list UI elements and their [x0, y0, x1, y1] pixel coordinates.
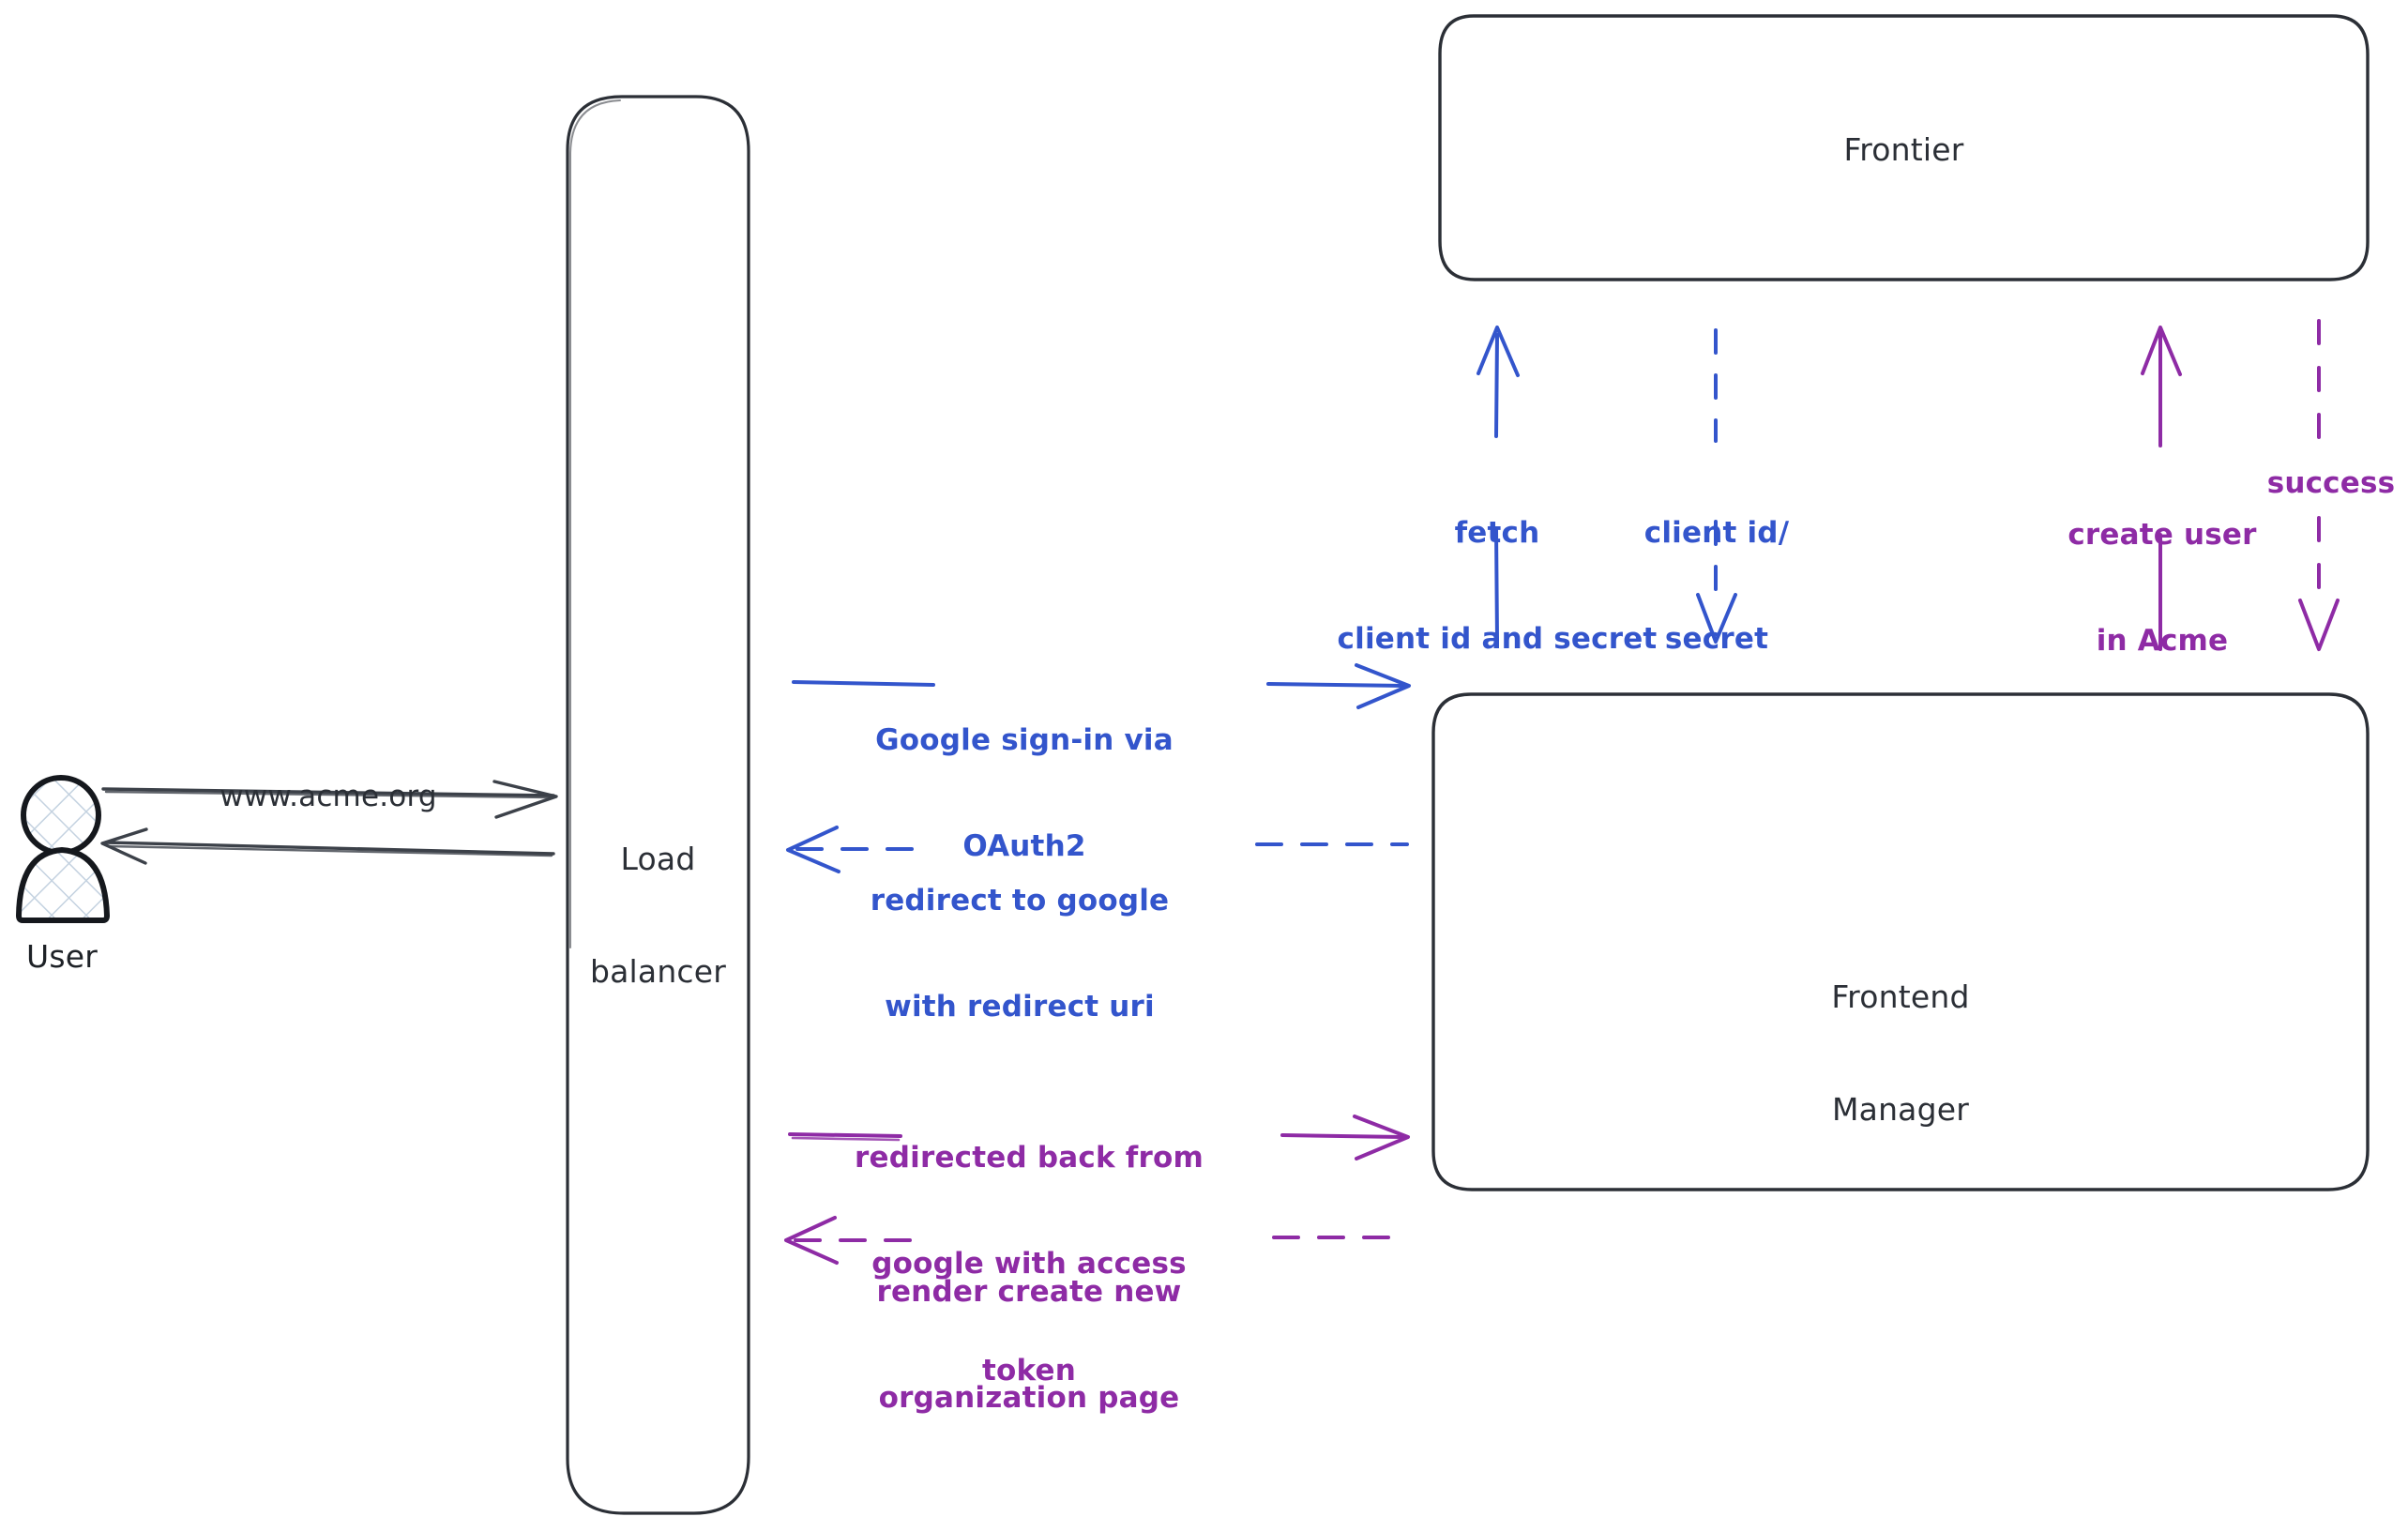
arrow-user-to-load-balancer [101, 780, 558, 819]
edge-label-fetch-line2: client id and secret [1337, 622, 1658, 657]
edge-label-client-id-secret-line1: client id/ [1643, 515, 1790, 550]
edge-label-redirect-to-google-line2: with redirect uri [885, 990, 1155, 1024]
edge-label-render-create-line2: organization page [878, 1381, 1180, 1416]
arrow-render-create-new-organization-page [784, 1216, 1409, 1265]
frontend-manager-label-line1: Frontend [1831, 978, 1970, 1015]
edge-label-redirected-back-line3: token [982, 1353, 1076, 1388]
edge-label-redirected-back-line2: google with access [871, 1247, 1187, 1282]
arrow-google-signin-oauth2 [792, 663, 1411, 709]
load-balancer-shape[interactable] [566, 95, 750, 1515]
edge-label-client-id-secret: client id/ secret [1613, 445, 1820, 729]
edge-label-redirected-back-with-access-token: redirected back from google with access … [769, 1069, 1289, 1460]
load-balancer-label-line1: Load [620, 840, 696, 877]
frontier-shape[interactable] [1438, 14, 2370, 281]
edge-label-www-acme-org: www.acme.org [220, 780, 437, 813]
edge-label-render-create-new-organization-page: render create new organization page [774, 1204, 1284, 1488]
edge-label-client-id-secret-line2: secret [1664, 622, 1769, 657]
person-icon [16, 775, 110, 923]
edge-label-create-user-line2: in Acme [2096, 624, 2229, 659]
frontend-manager-label: Frontend Manager [1433, 903, 2368, 1205]
edge-label-google-signin-line1: Google sign-in via [875, 722, 1174, 757]
load-balancer-label-line2: balancer [589, 953, 727, 991]
edge-label-google-signin-oauth2: Google sign-in via OAuth2 [779, 652, 1270, 936]
arrow-create-user-in-acme [2141, 326, 2182, 651]
frontend-manager-label-line2: Manager [1831, 1091, 1970, 1129]
arrow-load-balancer-to-user [100, 827, 555, 865]
arrow-success [2298, 319, 2340, 651]
edge-label-create-user-line1: create user [2067, 517, 2257, 552]
frontier-label: Frontier [1843, 131, 1964, 168]
edge-label-redirect-to-google-line1: redirect to google [870, 883, 1170, 918]
edge-label-redirected-back-line1: redirected back from [855, 1140, 1204, 1175]
load-balancer-label: Load balancer [568, 765, 749, 1067]
edge-label-success: success [2266, 466, 2396, 500]
arrow-redirected-back-with-access-token [788, 1115, 1410, 1160]
arrow-client-id-secret [1696, 328, 1737, 644]
edge-label-fetch-line1: fetch [1454, 515, 1540, 550]
frontend-manager-shape[interactable] [1431, 692, 2370, 1191]
edge-label-fetch-client-id-and-secret: fetch client id and secret [1300, 445, 1694, 729]
arrow-redirect-to-google [786, 826, 1409, 873]
edge-label-render-create-line1: render create new [876, 1274, 1182, 1309]
edge-label-google-signin-line2: OAuth2 [962, 829, 1086, 864]
edge-label-redirect-to-google: redirect to google with redirect uri [779, 812, 1261, 1097]
user-actor-label: User [25, 938, 98, 975]
arrow-fetch-client-id-and-secret [1477, 326, 1520, 643]
edge-label-create-user-in-acme: create user in Acme [2034, 447, 2291, 731]
